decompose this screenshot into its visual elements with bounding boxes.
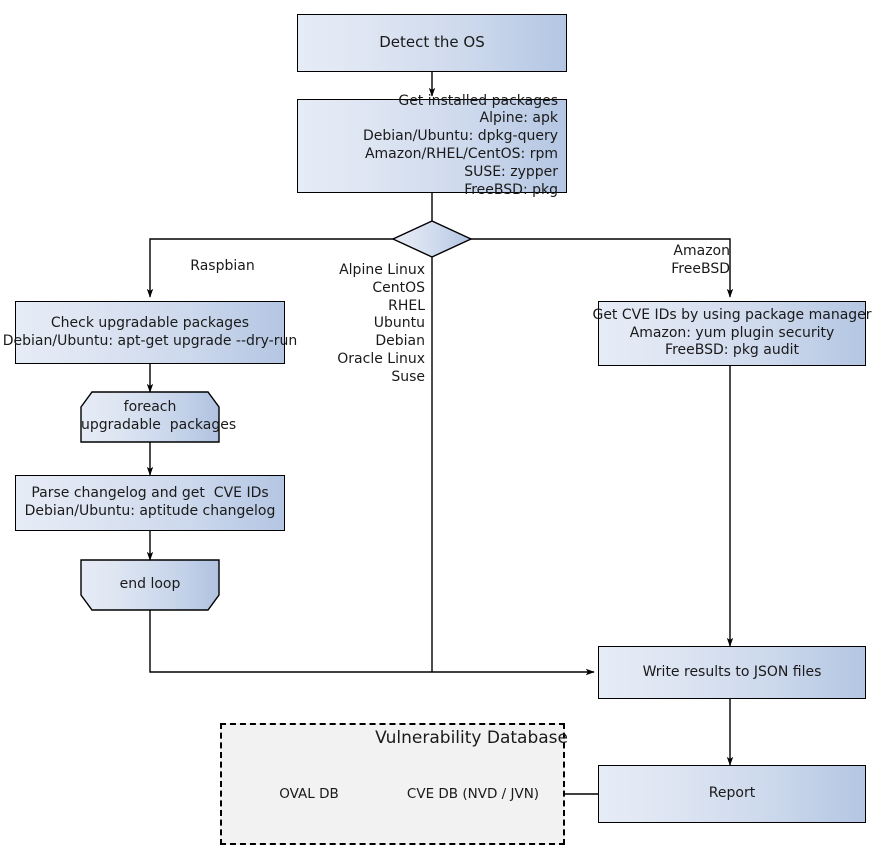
db-oval[interactable]: OVAL DB (233, 758, 385, 831)
node-parse-changelog[interactable]: Parse changelog and get CVE IDs Debian/U… (15, 475, 285, 531)
node-get-cve-ids-label: Get CVE IDs by using package manager Ama… (592, 306, 872, 359)
node-foreach-loop[interactable]: foreach upgradable packages (81, 392, 237, 442)
node-write-results-label: Write results to JSON files (642, 663, 822, 680)
db-cve[interactable]: CVE DB (NVD / JVN) (400, 758, 546, 831)
db-cve-label: CVE DB (NVD / JVN) (406, 786, 540, 802)
db-oval-label: OVAL DB (279, 786, 339, 802)
node-detect-the-os[interactable]: Detect the OS (297, 14, 567, 72)
node-check-upgradable-packages[interactable]: Check upgradable packages Debian/Ubuntu:… (3, 301, 297, 364)
node-parse-changelog-label: Parse changelog and get CVE IDs Debian/U… (24, 485, 276, 519)
edge-label-middle-os-list: Alpine Linux CentOS RHEL Ubuntu Debian O… (337, 262, 425, 385)
node-get-cve-ids[interactable]: Get CVE IDs by using package manager Ama… (592, 301, 872, 366)
decision-diamond (391, 220, 473, 258)
edge-endloop-to-write (149, 610, 595, 676)
node-report-label: Report (708, 785, 756, 802)
node-end-loop[interactable]: end loop (81, 560, 219, 610)
node-write-results[interactable]: Write results to JSON files (598, 646, 866, 699)
node-report[interactable]: Report (598, 765, 866, 823)
node-foreach-loop-label: foreach upgradable packages (81, 399, 237, 433)
node-detect-the-os-label: Detect the OS (379, 33, 485, 52)
node-get-installed-packages-label: Get installed packages Alpine: apk Debia… (363, 92, 558, 198)
edge-label-right-os-list: Amazon FreeBSD (671, 243, 730, 277)
node-get-installed-packages[interactable]: Get installed packages Alpine: apk Debia… (297, 93, 567, 198)
node-end-loop-label: end loop (119, 576, 181, 593)
group-vulnerability-database-title: Vulnerability Database (375, 728, 568, 748)
node-check-upgradable-packages-label: Check upgradable packages Debian/Ubuntu:… (2, 314, 298, 349)
group-vulnerability-database (220, 723, 565, 845)
edge-label-raspbian: Raspbian (190, 258, 255, 274)
